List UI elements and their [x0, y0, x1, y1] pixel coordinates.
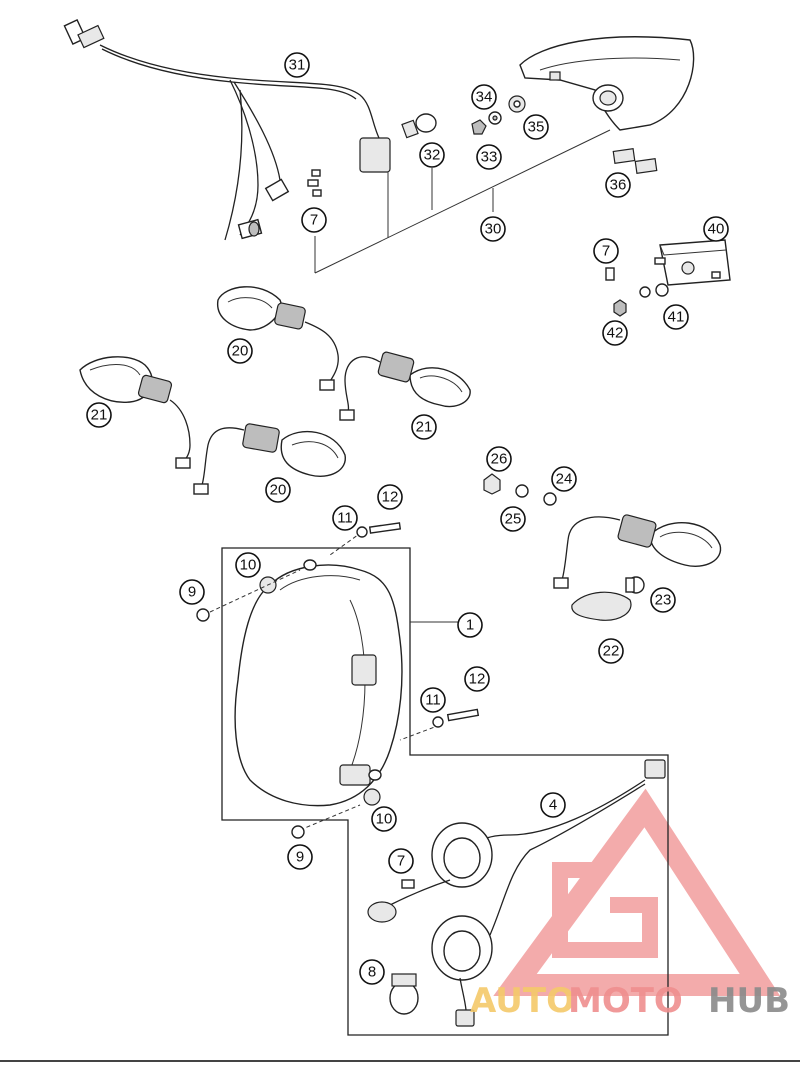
callout-20-bottom: 20 — [265, 477, 291, 503]
callout-42: 42 — [602, 320, 628, 346]
callout-34: 34 — [471, 84, 497, 110]
callout-31-text: 31 — [289, 57, 306, 74]
bottom-divider — [0, 1060, 800, 1062]
callout-10-bottom-text: 10 — [376, 811, 393, 828]
leader-lines-top — [314, 129, 611, 274]
headlight-harness — [367, 759, 666, 1027]
bulb-32 — [401, 113, 437, 139]
callout-8: 8 — [359, 959, 385, 985]
tail-light-housing — [519, 36, 695, 131]
turn-signal-20-bottom — [193, 423, 346, 495]
callout-11-bottom: 11 — [420, 687, 446, 713]
callout-4-text: 4 — [549, 797, 557, 814]
watermark-text-hub: HUB — [708, 981, 790, 1021]
callout-8-text: 8 — [368, 964, 376, 981]
callout-33: 33 — [476, 144, 502, 170]
callout-24-text: 24 — [556, 471, 573, 488]
callout-11-bottom-text: 11 — [425, 692, 441, 709]
turn-signal-21-left — [79, 356, 191, 469]
callout-11-top: 11 — [332, 505, 358, 531]
callout-21-right: 21 — [411, 414, 437, 440]
watermark-text: AUTO MOTO HUB — [470, 981, 790, 1021]
callout-32: 32 — [419, 142, 445, 168]
callout-4: 4 — [540, 792, 566, 818]
callout-24: 24 — [551, 466, 577, 492]
callout-35: 35 — [523, 114, 549, 140]
callout-30-text: 30 — [485, 221, 502, 238]
callout-10-top-text: 10 — [240, 557, 257, 574]
callout-36-text: 36 — [610, 177, 627, 194]
reflectors-36 — [612, 147, 658, 175]
callout-22: 22 — [598, 638, 624, 664]
callout-10-top: 10 — [235, 552, 261, 578]
callout-26: 26 — [486, 446, 512, 472]
callout-34-text: 34 — [476, 89, 493, 106]
turn-signal-20-top — [217, 286, 339, 391]
callout-26-text: 26 — [491, 451, 508, 468]
callout-42-text: 42 — [607, 325, 624, 342]
callout-1-text: 1 — [466, 617, 474, 634]
callout-25: 25 — [500, 506, 526, 532]
callout-41: 41 — [663, 304, 689, 330]
callout-7-top: 7 — [301, 207, 327, 233]
callout-12-top-text: 12 — [382, 489, 399, 506]
callout-33-text: 33 — [481, 149, 498, 166]
callout-40: 40 — [703, 216, 729, 242]
callout-40-text: 40 — [708, 221, 725, 238]
callout-7-right-text: 7 — [602, 243, 610, 260]
license-light-40 — [605, 239, 731, 317]
callout-9-bottom-text: 9 — [296, 849, 304, 866]
callout-9-top: 9 — [179, 579, 205, 605]
callout-1: 1 — [457, 612, 483, 638]
callout-12-bottom-text: 12 — [469, 671, 486, 688]
callout-12-top: 12 — [377, 484, 403, 510]
callout-21-left-text: 21 — [91, 407, 108, 424]
callout-20-top: 20 — [227, 338, 253, 364]
callout-23: 23 — [650, 587, 676, 613]
watermark-logo — [493, 788, 781, 996]
callout-41-text: 41 — [668, 309, 685, 326]
callout-30: 30 — [480, 216, 506, 242]
turn-signal-21-right — [339, 351, 471, 421]
callout-25-text: 25 — [505, 511, 522, 528]
callout-20-top-text: 20 — [232, 343, 249, 360]
callout-21-right-text: 21 — [416, 419, 433, 436]
small-bulbs-top — [307, 169, 322, 197]
headlight-assembly — [196, 522, 669, 1036]
callout-22-text: 22 — [603, 643, 620, 660]
callout-32-text: 32 — [424, 147, 441, 164]
callout-31: 31 — [284, 52, 310, 78]
watermark-text-moto: MOTO — [568, 981, 683, 1021]
callout-12-bottom: 12 — [464, 666, 490, 692]
wiring-harness — [63, 19, 391, 241]
callout-35-text: 35 — [528, 119, 545, 136]
callout-10-bottom: 10 — [371, 806, 397, 832]
callout-9-top-text: 9 — [188, 584, 196, 601]
callout-21-left: 21 — [86, 402, 112, 428]
callout-23-text: 23 — [655, 592, 672, 609]
callout-7-right: 7 — [593, 238, 619, 264]
turn-signal-right-group — [483, 473, 722, 621]
callout-36: 36 — [605, 172, 631, 198]
callout-11-top-text: 11 — [337, 510, 353, 527]
small-hardware-top — [471, 95, 526, 135]
callout-7-top-text: 7 — [310, 212, 318, 229]
callout-20-bottom-text: 20 — [270, 482, 287, 499]
callout-7-bottom: 7 — [388, 848, 414, 874]
callout-9-bottom: 9 — [287, 844, 313, 870]
watermark-text-auto: AUTO — [470, 981, 575, 1021]
callout-7-bottom-text: 7 — [397, 853, 405, 870]
